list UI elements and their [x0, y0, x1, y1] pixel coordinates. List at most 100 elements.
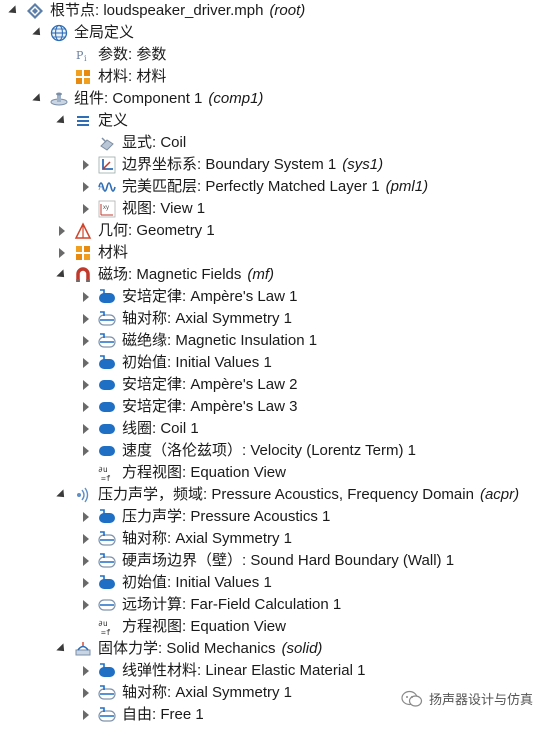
tree-node[interactable]: 压力声学，频域: Pressure Acoustics, Frequency D… [56, 484, 519, 506]
tree-node[interactable]: 边界坐标系: Boundary System 1(sys1) [80, 154, 383, 176]
tree-node[interactable]: 初始值: Initial Values 1 [80, 352, 272, 374]
tree-node[interactable]: 几何: Geometry 1 [56, 220, 215, 242]
tree-node-tag: (root) [269, 2, 306, 19]
expand-arrow-icon[interactable] [80, 445, 92, 457]
tree-node-label: 压力声学: Pressure Acoustics 1 [122, 508, 331, 525]
expand-arrow-icon[interactable] [80, 423, 92, 435]
collapse-arrow-icon[interactable] [56, 115, 68, 127]
tree-node[interactable]: 全局定义 [32, 22, 134, 44]
tree-node[interactable]: 磁场: Magnetic Fields(mf) [56, 264, 274, 286]
boundary-feature-default-icon [98, 706, 116, 724]
tree-node-tag: (mf) [247, 266, 275, 283]
tree-node[interactable]: xy 视图: View 1 [80, 198, 205, 220]
expand-arrow-icon[interactable] [80, 665, 92, 677]
collapse-arrow-icon[interactable] [32, 27, 44, 39]
tree-node-label: 硬声场边界（壁）: Sound Hard Boundary (Wall) 1 [122, 552, 455, 569]
watermark: 扬声器设计与仿真 [401, 689, 533, 708]
tree-node-tag: (solid) [281, 640, 323, 657]
tree-node-label: 材料: 材料 [98, 68, 167, 85]
tree-node-label: 全局定义 [74, 24, 135, 41]
domain-feature-icon [98, 376, 116, 394]
collapse-arrow-icon[interactable] [8, 5, 20, 17]
expand-arrow-icon[interactable] [80, 379, 92, 391]
expand-arrow-icon[interactable] [80, 577, 92, 589]
explicit-selection-icon [98, 134, 116, 152]
boundary-feature-default-icon [98, 684, 116, 702]
tree-node-label: 显式: Coil [122, 134, 187, 151]
tree-node[interactable]: 显式: Coil [80, 132, 186, 154]
domain-feature-icon [98, 398, 116, 416]
tree-node[interactable]: 材料: 材料 [56, 66, 166, 88]
tree-node-label: 磁绝缘: Magnetic Insulation 1 [122, 332, 318, 349]
tree-node[interactable]: 速度（洛伦兹项）: Velocity (Lorentz Term) 1 [80, 440, 416, 462]
expand-arrow-icon[interactable] [56, 225, 68, 237]
acoustics-icon [74, 486, 92, 504]
expand-arrow-icon[interactable] [80, 313, 92, 325]
expand-arrow-icon[interactable] [80, 687, 92, 699]
pml-icon [98, 178, 116, 196]
tree-node[interactable]: 根节点: loudspeaker_driver.mph(root) [8, 0, 305, 22]
expand-arrow-icon[interactable] [80, 357, 92, 369]
tree-node-label: 定义 [98, 112, 129, 129]
collapse-arrow-icon[interactable] [56, 489, 68, 501]
domain-feature-default-icon [98, 354, 116, 372]
expand-arrow-icon[interactable] [80, 335, 92, 347]
tree-node-label: 远场计算: Far-Field Calculation 1 [122, 596, 342, 613]
expand-arrow-icon[interactable] [80, 401, 92, 413]
expand-arrow-icon[interactable] [80, 291, 92, 303]
tree-node[interactable]: 线圈: Coil 1 [80, 418, 199, 440]
tree-node[interactable]: 固体力学: Solid Mechanics(solid) [56, 638, 322, 660]
tree-node[interactable]: 初始值: Initial Values 1 [80, 572, 272, 594]
svg-text:=f: =f [101, 474, 111, 482]
tree-node[interactable]: 组件: Component 1(comp1) [32, 88, 263, 110]
equation-view-icon: ∂u=f [98, 464, 116, 483]
tree-node[interactable]: 硬声场边界（壁）: Sound Hard Boundary (Wall) 1 [80, 550, 454, 572]
tree-node[interactable]: 安培定律: Ampère's Law 3 [80, 396, 297, 418]
tree-node-label: 视图: View 1 [122, 200, 206, 217]
tree-node-label: 自由: Free 1 [122, 706, 204, 723]
tree-node[interactable]: 完美匹配层: Perfectly Matched Layer 1(pml1) [80, 176, 428, 198]
domain-feature-icon [98, 420, 116, 438]
tree-node[interactable]: 安培定律: Ampère's Law 2 [80, 374, 297, 396]
collapse-arrow-icon[interactable] [56, 643, 68, 655]
tree-node-label: 几何: Geometry 1 [98, 222, 215, 239]
expand-arrow-icon[interactable] [80, 709, 92, 721]
tree-node[interactable]: 自由: Free 1 [80, 704, 204, 726]
wechat-icon [401, 690, 423, 707]
collapse-arrow-icon[interactable] [32, 93, 44, 105]
expand-arrow-icon[interactable] [80, 181, 92, 193]
tree-node-label: 方程视图: Equation View [122, 618, 286, 635]
definitions-icon [74, 112, 92, 130]
boundary-feature-default-icon [98, 552, 116, 570]
tree-node[interactable]: 磁绝缘: Magnetic Insulation 1 [80, 330, 317, 352]
tree-node[interactable]: 远场计算: Far-Field Calculation 1 [80, 594, 341, 616]
tree-node[interactable]: 轴对称: Axial Symmetry 1 [80, 682, 292, 704]
tree-node[interactable]: 材料 [56, 242, 128, 264]
expand-arrow-icon[interactable] [80, 533, 92, 545]
expand-arrow-icon[interactable] [80, 511, 92, 523]
tree-node[interactable]: 轴对称: Axial Symmetry 1 [80, 308, 292, 330]
expand-arrow-icon[interactable] [80, 203, 92, 215]
expand-arrow-icon[interactable] [56, 247, 68, 259]
globe-icon [50, 24, 68, 42]
toggle-spacer [80, 621, 92, 633]
tree-node[interactable]: 线弹性材料: Linear Elastic Material 1 [80, 660, 365, 682]
tree-node[interactable]: 轴对称: Axial Symmetry 1 [80, 528, 292, 550]
tree-node[interactable]: 安培定律: Ampère's Law 1 [80, 286, 297, 308]
boundary-feature-default-icon [98, 310, 116, 328]
tree-node-label: 安培定律: Ampère's Law 3 [122, 398, 298, 415]
tree-node-label: 安培定律: Ampère's Law 2 [122, 376, 298, 393]
tree-node[interactable]: 压力声学: Pressure Acoustics 1 [80, 506, 330, 528]
toggle-spacer [80, 137, 92, 149]
expand-arrow-icon[interactable] [80, 555, 92, 567]
expand-arrow-icon[interactable] [80, 159, 92, 171]
boundary-feature-icon [98, 596, 116, 614]
materials-icon [74, 244, 92, 262]
view-icon: xy [98, 200, 116, 218]
collapse-arrow-icon[interactable] [56, 269, 68, 281]
tree-node[interactable]: 定义 [56, 110, 128, 132]
expand-arrow-icon[interactable] [80, 599, 92, 611]
